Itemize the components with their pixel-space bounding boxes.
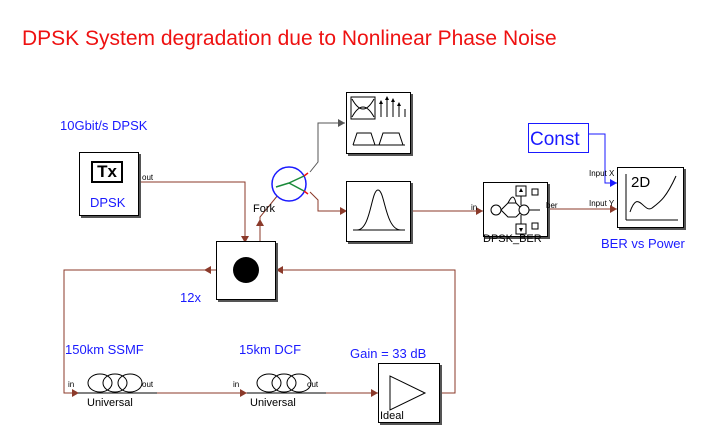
plot-2d-icon xyxy=(625,174,678,221)
tx-block-label: DPSK xyxy=(90,195,126,210)
fork-block[interactable] xyxy=(270,165,312,205)
tx-block[interactable]: Tx DPSK xyxy=(79,152,139,216)
wire-amp-return xyxy=(276,269,456,394)
filter-block[interactable] xyxy=(346,181,411,242)
amplifier-label: Ideal xyxy=(380,410,404,422)
filter-spectrum-icon xyxy=(353,189,405,231)
loop-count-label: 12x xyxy=(180,290,201,305)
ssmf-port-out: out xyxy=(142,380,154,389)
fork-icon xyxy=(271,166,307,202)
const-block[interactable]: Const xyxy=(528,123,589,153)
dpsk-receiver-icon xyxy=(490,185,540,235)
wire-tx-to-loop xyxy=(139,181,246,241)
ber-block-label: DPSK_BER xyxy=(483,233,542,245)
plot-port-x: Input X xyxy=(589,169,615,178)
const-label: Const xyxy=(530,129,580,150)
tx-header-label: 10Gbit/s DPSK xyxy=(60,118,148,133)
transmitter-icon: Tx xyxy=(91,161,123,183)
tx-port-out: out xyxy=(142,173,154,182)
ber-port-out: ber xyxy=(546,201,558,210)
ssmf-fiber-block[interactable] xyxy=(78,372,158,398)
plot-block-label: BER vs Power xyxy=(601,236,685,251)
fiber-coil-icon xyxy=(78,373,157,394)
scope-block[interactable] xyxy=(346,92,411,154)
dcf-port-in: in xyxy=(233,380,240,389)
wire-loop-to-fork xyxy=(259,194,279,241)
wire-fork-to-scope xyxy=(309,122,345,173)
ssmf-block-label: Universal xyxy=(87,397,133,409)
fork-label: Fork xyxy=(253,203,275,215)
eye-diagram-icon xyxy=(350,96,406,146)
loop-combiner-block[interactable] xyxy=(216,241,276,300)
dcf-port-out: out xyxy=(307,380,319,389)
wire-fork-to-filter xyxy=(309,191,346,212)
plot-block[interactable]: 2D xyxy=(617,167,684,228)
loop-dot-icon xyxy=(233,257,259,283)
amplifier-block[interactable]: Ideal xyxy=(378,363,440,423)
dcf-block-label: Universal xyxy=(250,397,296,409)
amplifier-triangle-icon xyxy=(389,375,427,411)
dcf-fiber-block[interactable] xyxy=(247,372,327,398)
ssmf-header-label: 150km SSMF xyxy=(65,342,144,357)
wire-loop-out xyxy=(63,269,216,394)
dcf-header-label: 15km DCF xyxy=(239,342,302,357)
fiber-coil-icon xyxy=(247,373,326,394)
plot-port-y: Input Y xyxy=(589,199,615,208)
ber-block[interactable] xyxy=(483,182,548,237)
page-title: DPSK System degradation due to Nonlinear… xyxy=(22,27,557,50)
ssmf-port-in: in xyxy=(68,380,75,389)
amp-header-label: Gain = 33 dB xyxy=(350,346,427,361)
ber-port-in: in xyxy=(471,203,478,212)
plot-icon-label: 2D xyxy=(631,174,651,191)
